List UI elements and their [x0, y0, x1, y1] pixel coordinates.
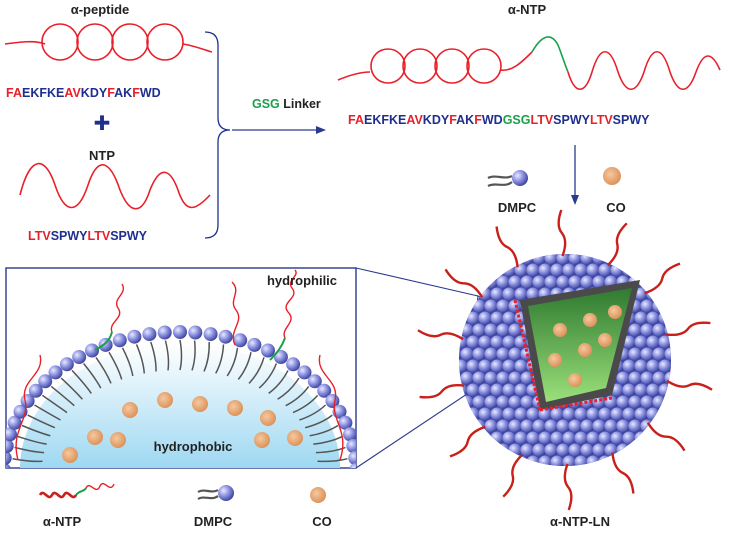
nanoparticle-label: α-NTP-LN — [550, 514, 610, 529]
bilayer-cross-section — [6, 269, 356, 468]
antp-segment: AV — [406, 113, 423, 127]
antp-segment: EKF — [364, 113, 389, 127]
alpha-ntp-title: α-NTP — [508, 2, 547, 17]
co-label-top: CO — [606, 200, 626, 215]
peptide-segment: F — [132, 86, 140, 100]
alpha-peptide-helix — [4, 23, 213, 61]
alpha-peptide-sequence: FAEKFKEAVKDYFAKFWD — [6, 86, 161, 100]
bracket — [204, 31, 231, 239]
peptide-segment: AK — [114, 86, 132, 100]
hydrophobic-label: hydrophobic — [154, 439, 233, 454]
ntp-segment: LTV — [88, 229, 111, 243]
antp-segment: LTV — [590, 113, 613, 127]
peptide-segment: EKF — [22, 86, 47, 100]
antp-segment: F — [449, 113, 457, 127]
co-icon — [603, 167, 621, 185]
alpha-ntp-chain — [337, 36, 721, 91]
ntp-segment: SPWY — [51, 229, 88, 243]
down-arrow — [571, 145, 579, 205]
peptide-segment: FA — [6, 86, 22, 100]
peptide-segment: K — [47, 86, 56, 100]
alpha-peptide-title: α-peptide — [71, 2, 130, 17]
antp-segment: SPWY — [613, 113, 650, 127]
peptide-segment: KDY — [81, 86, 108, 100]
peptide-segment: E — [56, 86, 64, 100]
linker-label: GSG Linker — [252, 97, 321, 111]
linker-highlight: GSG — [252, 97, 280, 111]
ntp-title: NTP — [89, 148, 115, 163]
ntp-coil — [19, 162, 211, 210]
antp-segment: WD — [482, 113, 503, 127]
peptide-segment: F — [107, 86, 115, 100]
antp-segment: FA — [348, 113, 364, 127]
antp-segment: F — [474, 113, 482, 127]
hydrophilic-label: hydrophilic — [267, 273, 337, 288]
plus-icon: ✚ — [94, 113, 111, 135]
legend-dmpc-icon — [197, 485, 234, 501]
ntp-segment: LTV — [28, 229, 51, 243]
antp-segment: KE — [389, 113, 406, 127]
antp-segment: KDY — [423, 113, 450, 127]
legend-co-label: CO — [312, 514, 332, 529]
ntp-segment: SPWY — [110, 229, 147, 243]
ntp-sequence: LTVSPWYLTVSPWY — [28, 229, 148, 243]
alpha-ntp-sequence: FAEKFKEAVKDYFAKFWDGSGLTVSPWYLTVSPWY — [348, 113, 650, 127]
peptide-segment: AV — [64, 86, 81, 100]
antp-segment: LTV — [530, 113, 553, 127]
dmpc-icon — [487, 170, 528, 188]
antp-segment: SPWY — [553, 113, 590, 127]
legend-antp-label: α-NTP — [43, 514, 82, 529]
legend-co-icon — [310, 487, 326, 503]
linker-arrow — [232, 126, 326, 134]
antp-segment: GSG — [503, 113, 531, 127]
peptide-segment: WD — [140, 86, 161, 100]
legend-dmpc-label: DMPC — [194, 514, 233, 529]
dmpc-label-top: DMPC — [498, 200, 537, 215]
nanoparticle — [417, 209, 713, 511]
antp-segment: AK — [456, 113, 474, 127]
linker-text: Linker — [280, 97, 321, 111]
legend-antp-icon — [38, 483, 115, 499]
